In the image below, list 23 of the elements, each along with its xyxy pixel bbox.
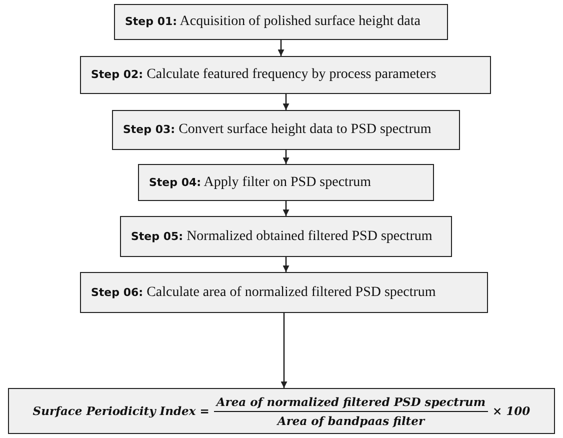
arrow xyxy=(282,201,290,216)
step-text: Step 05: Normalized obtained filtered PSD spectrum xyxy=(131,228,432,244)
step-text: Step 04: Apply filter on PSD spectrum xyxy=(149,174,371,190)
formula-box xyxy=(8,388,555,434)
formula-text: Surface Periodicity Index = xyxy=(32,404,210,418)
arrow xyxy=(282,150,290,164)
process-box xyxy=(80,272,488,313)
arrow xyxy=(282,257,290,272)
denominator-text: Area of bandpaas filter xyxy=(277,412,424,428)
arrow xyxy=(278,40,284,56)
formula-text: × 100 xyxy=(492,404,530,418)
step-text: Step 02: Calculate featured frequency by process parameters xyxy=(91,67,436,83)
process-box xyxy=(114,4,448,40)
process-box xyxy=(120,216,452,257)
arrow xyxy=(280,313,288,388)
step-text: Step 01: Acquisition of polished surface height data xyxy=(125,14,420,30)
step-text: Step 06: Calculate area of normalized filtered PSD spectrum xyxy=(91,284,436,300)
process-box xyxy=(80,56,491,94)
numerator-text: Area of normalized filtered PSD spectrum xyxy=(214,394,488,412)
process-box xyxy=(112,110,460,150)
arrow xyxy=(282,94,290,110)
step-text: Step 03: Convert surface height data to PSD spectrum xyxy=(123,122,432,138)
process-box xyxy=(138,164,434,201)
